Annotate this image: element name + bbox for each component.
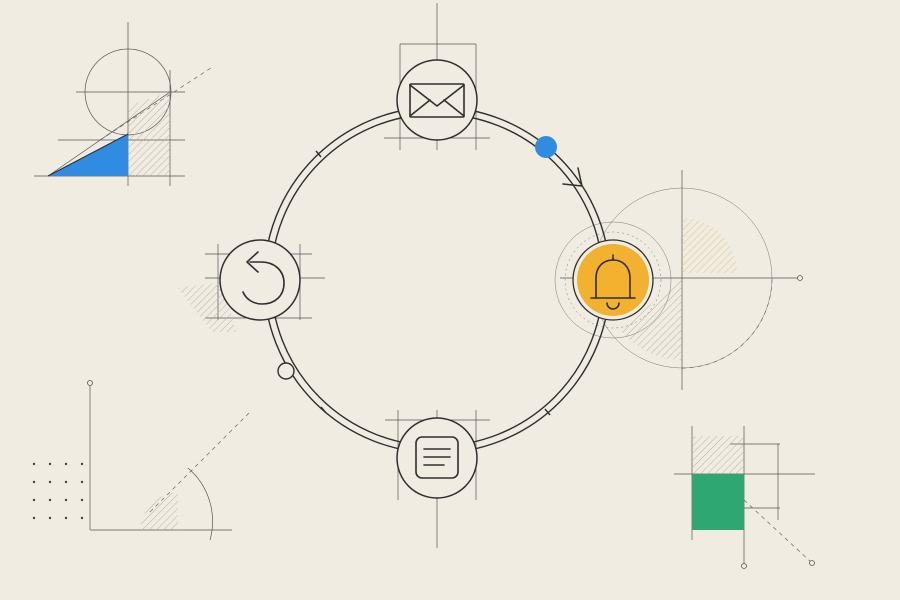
- triangle-construction-topleft: [34, 22, 215, 186]
- document-icon: [415, 436, 459, 479]
- progress-marker-dot[interactable]: [535, 136, 557, 158]
- hatched-region: [128, 92, 170, 176]
- hatched-quarter-yellow: [682, 218, 737, 273]
- node-bell[interactable]: [572, 239, 654, 321]
- square-construction-bottomright: [674, 426, 815, 569]
- node-undo[interactable]: [219, 239, 301, 321]
- node-document[interactable]: [396, 417, 478, 499]
- undo-icon: [242, 251, 285, 305]
- cycle-ring: [263, 106, 611, 454]
- bell-icon: [590, 254, 636, 310]
- axes-construction-bottomleft: [32, 380, 251, 541]
- mail-icon: [409, 83, 465, 118]
- green-square: [692, 474, 744, 530]
- node-mail[interactable]: [396, 59, 478, 141]
- dot-grid: [32, 462, 84, 520]
- waypoint-marker: [277, 362, 295, 380]
- direction-arrow-icon: [562, 167, 583, 187]
